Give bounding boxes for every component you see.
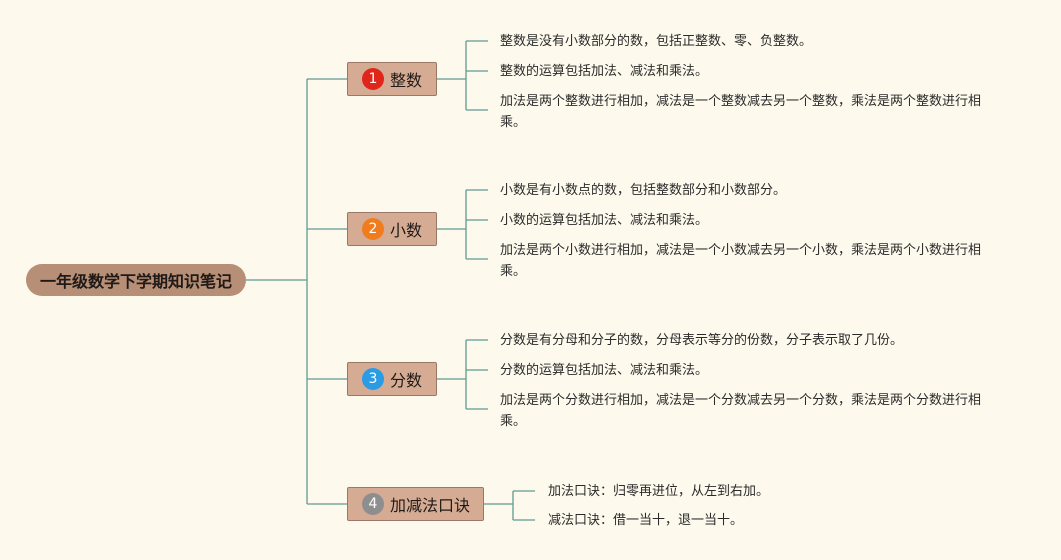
note-decimals-1: 小数是有小数点的数，包括整数部分和小数部分。 — [500, 183, 787, 198]
note-subtraction-rhyme: 减法口诀：借一当十，退一当十。 — [548, 513, 744, 528]
branch-integers[interactable]: 1 整数 — [347, 62, 437, 96]
note-addition-rhyme: 加法口诀：归零再进位，从左到右加。 — [548, 484, 770, 499]
root-topic[interactable]: 一年级数学下学期知识笔记 — [26, 264, 246, 296]
note-integers-1: 整数是没有小数部分的数，包括正整数、零、负整数。 — [500, 34, 813, 49]
number-badge-2: 2 — [362, 218, 384, 240]
branch-addition-subtraction-rhymes-label: 加减法口诀 — [390, 496, 471, 515]
branch-decimals-label: 小数 — [390, 221, 423, 240]
branch-decimals[interactable]: 2 小数 — [347, 212, 437, 246]
note-fractions-2: 分数的运算包括加法、减法和乘法。 — [500, 363, 709, 378]
number-badge-4: 4 — [362, 493, 384, 515]
note-integers-3: 加法是两个整数进行相加，减法是一个整数减去另一个整数，乘法是两个整数进行相乘。 — [500, 94, 982, 130]
branch-fractions-label: 分数 — [390, 371, 423, 390]
number-badge-1: 1 — [362, 68, 384, 90]
note-decimals-3: 加法是两个小数进行相加，减法是一个小数减去另一个小数，乘法是两个小数进行相乘。 — [500, 243, 982, 279]
branch-addition-subtraction-rhymes[interactable]: 4 加减法口诀 — [347, 487, 484, 521]
branch-integers-label: 整数 — [390, 71, 423, 90]
note-fractions-1: 分数是有分母和分子的数，分母表示等分的份数，分子表示取了几份。 — [500, 333, 904, 348]
root-topic-label: 一年级数学下学期知识笔记 — [39, 272, 232, 291]
note-decimals-2: 小数的运算包括加法、减法和乘法。 — [500, 213, 709, 228]
number-badge-3: 3 — [362, 368, 384, 390]
note-integers-2: 整数的运算包括加法、减法和乘法。 — [500, 64, 709, 79]
branch-fractions[interactable]: 3 分数 — [347, 362, 437, 396]
note-fractions-3: 加法是两个分数进行相加，减法是一个分数减去另一个分数，乘法是两个分数进行相乘。 — [500, 393, 982, 429]
